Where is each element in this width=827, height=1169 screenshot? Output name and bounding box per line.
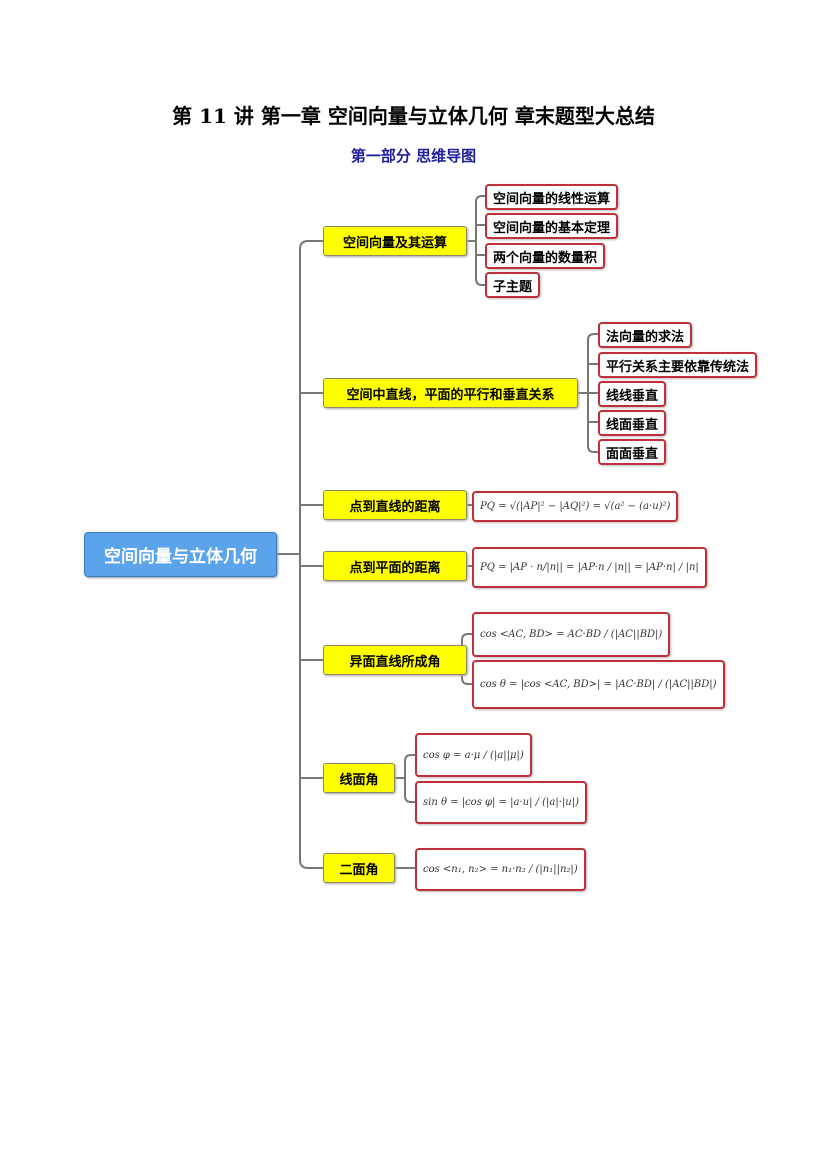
root-node[interactable]: 空间向量与立体几何 — [84, 532, 277, 577]
topic-node[interactable]: 两个向量的数量积 — [485, 243, 606, 269]
topic-node[interactable]: 线面垂直 — [598, 410, 667, 436]
branch-dihedral-angle[interactable]: 二面角 — [323, 853, 395, 883]
branch-skew-lines-angle[interactable]: 异面直线所成角 — [323, 645, 467, 675]
connector — [577, 333, 598, 453]
formula-node[interactable]: sin θ = |cos φ| = |a·u| / (|a|·|u|) — [415, 781, 588, 824]
branch-point-line-distance[interactable]: 点到直线的距离 — [323, 490, 467, 520]
branch-parallel-perpendicular[interactable]: 空间中直线，平面的平行和垂直关系 — [323, 378, 578, 408]
formula-node[interactable]: cos φ = a·μ / (|a||μ|) — [415, 733, 532, 777]
topic-node[interactable]: 空间向量的基本定理 — [485, 213, 619, 239]
connector — [466, 195, 485, 286]
topic-node[interactable]: 子主题 — [485, 272, 541, 298]
topic-node[interactable]: 法向量的求法 — [598, 322, 693, 348]
topic-node[interactable]: 面面垂直 — [598, 439, 667, 465]
connector — [300, 392, 323, 779]
branch-vector-operations[interactable]: 空间向量及其运算 — [323, 226, 467, 256]
section-subtitle: 第一部分 思维导图 — [350, 147, 477, 165]
connector — [299, 240, 323, 869]
formula-node[interactable]: PQ = |AP · n/|n|| = |AP·n / |n|| = |AP·n… — [472, 547, 707, 588]
branch-line-plane-angle[interactable]: 线面角 — [323, 763, 395, 793]
formula-node[interactable]: PQ = √(|AP|² − |AQ|²) = √(a² − (a·u)²) — [472, 491, 679, 522]
branch-point-plane-distance[interactable]: 点到平面的距离 — [323, 551, 467, 581]
formula-node[interactable]: cos <AC, BD> = AC·BD / (|AC||BD|) — [472, 612, 671, 657]
page-title: 第 11 讲 第一章 空间向量与立体几何 章末题型大总结 — [172, 104, 655, 128]
topic-node[interactable]: 平行关系主要依靠传统法 — [598, 352, 758, 378]
formula-node[interactable]: cos <n₁, n₂> = n₁·n₂ / (|n₁||n₂|) — [415, 848, 586, 891]
connector — [466, 504, 472, 567]
topic-node[interactable]: 线线垂直 — [598, 381, 667, 407]
connector — [394, 754, 415, 803]
topic-node[interactable]: 空间向量的线性运算 — [485, 184, 619, 210]
formula-node[interactable]: cos θ = |cos <AC, BD>| = |AC·BD| / (|AC|… — [472, 660, 725, 709]
